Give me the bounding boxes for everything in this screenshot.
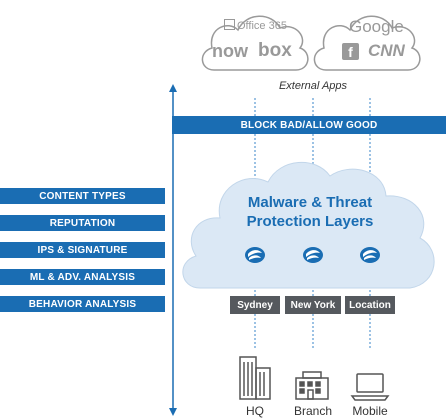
cnn-logo: CNN	[368, 41, 405, 60]
arrow-up-icon	[169, 84, 177, 92]
location-generic: Location	[345, 296, 395, 314]
google-logo: Google	[349, 17, 404, 36]
layer-ips-signature: IPS & SIGNATURE	[0, 242, 165, 258]
cloud-title-line2: Protection Layers	[246, 213, 374, 230]
block-allow-bar: BLOCK BAD/ALLOW GOOD	[172, 116, 446, 134]
site-label-mobile: Mobile	[352, 404, 388, 418]
laptop-icon	[350, 373, 390, 401]
shield-logo-icon-3	[360, 247, 380, 263]
office-icon	[295, 371, 329, 400]
box-logo: box	[258, 40, 292, 61]
layer-behavior-analysis: BEHAVIOR ANALYSIS	[0, 296, 165, 312]
site-label-hq: HQ	[246, 404, 264, 418]
shield-logo-icon-1	[245, 247, 265, 263]
external-apps-caption: External Apps	[278, 80, 348, 92]
cloud-title-line1: Malware & Threat	[247, 194, 373, 211]
arrow-down-icon	[169, 408, 177, 416]
location-new-york: New York	[285, 296, 341, 314]
location-sydney: Sydney	[230, 296, 280, 314]
building-icon	[239, 356, 271, 400]
layer-reputation: REPUTATION	[0, 215, 165, 231]
facebook-icon: f	[342, 43, 359, 60]
office365-logo: Office 365	[224, 19, 287, 32]
shield-logo-icon-2	[303, 247, 323, 263]
layer-ml-analysis: ML & ADV. ANALYSIS	[0, 269, 165, 285]
now-logo: now	[212, 41, 248, 61]
site-label-branch: Branch	[293, 404, 333, 418]
layer-content-types: CONTENT TYPES	[0, 188, 165, 204]
app-cloud-right	[313, 15, 421, 71]
office-icon-square	[224, 19, 235, 30]
cloud-title: Malware & Threat Protection Layers	[230, 193, 390, 231]
